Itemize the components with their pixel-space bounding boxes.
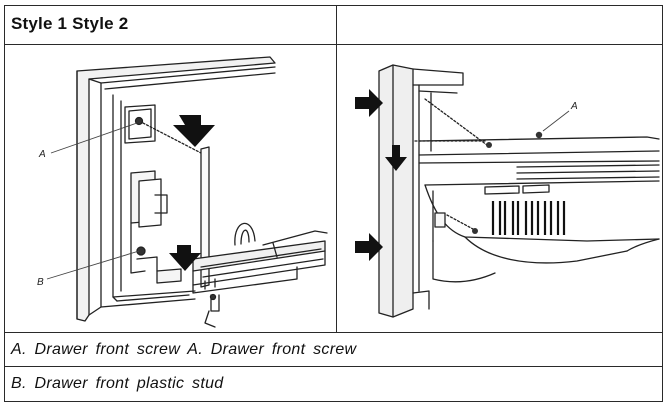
down-arrow-icon xyxy=(173,115,215,147)
callout-b-style-1: B xyxy=(37,277,44,288)
header-cell-right xyxy=(337,6,662,45)
callout-a-style-2: A xyxy=(570,101,578,112)
barcode-graphic xyxy=(491,201,566,235)
header-cell-left: Style 1 Style 2 xyxy=(5,6,337,45)
right-arrow-icon-bottom xyxy=(355,233,383,261)
caption-row-a: A. Drawer front screw A. Drawer front sc… xyxy=(5,333,662,367)
caption-drawer-front-plastic-stud: B. Drawer front plastic stud xyxy=(11,375,224,392)
callout-a-style-1: A xyxy=(38,149,46,160)
drawer-front-style-2-illustration: A xyxy=(355,64,660,318)
screw-icon-low xyxy=(472,228,478,234)
illustration-cell-style-1: A B xyxy=(5,45,337,333)
header-style-labels: Style 1 Style 2 xyxy=(11,14,129,33)
caption-drawer-front-screw: A. Drawer front screw A. Drawer front sc… xyxy=(11,341,357,358)
down-arrow-icon-lower xyxy=(169,245,201,271)
screw-icon-mid xyxy=(486,142,492,148)
down-arrow-icon xyxy=(385,145,407,171)
right-arrow-icon-top xyxy=(355,89,383,117)
caption-row-b: B. Drawer front plastic stud xyxy=(5,367,662,401)
screw-icon-top xyxy=(535,131,543,139)
drawer-front-style-1-illustration: A B xyxy=(37,56,328,328)
instruction-table: Style 1 Style 2 xyxy=(4,5,663,402)
illustration-cell-style-2: A xyxy=(337,45,662,333)
